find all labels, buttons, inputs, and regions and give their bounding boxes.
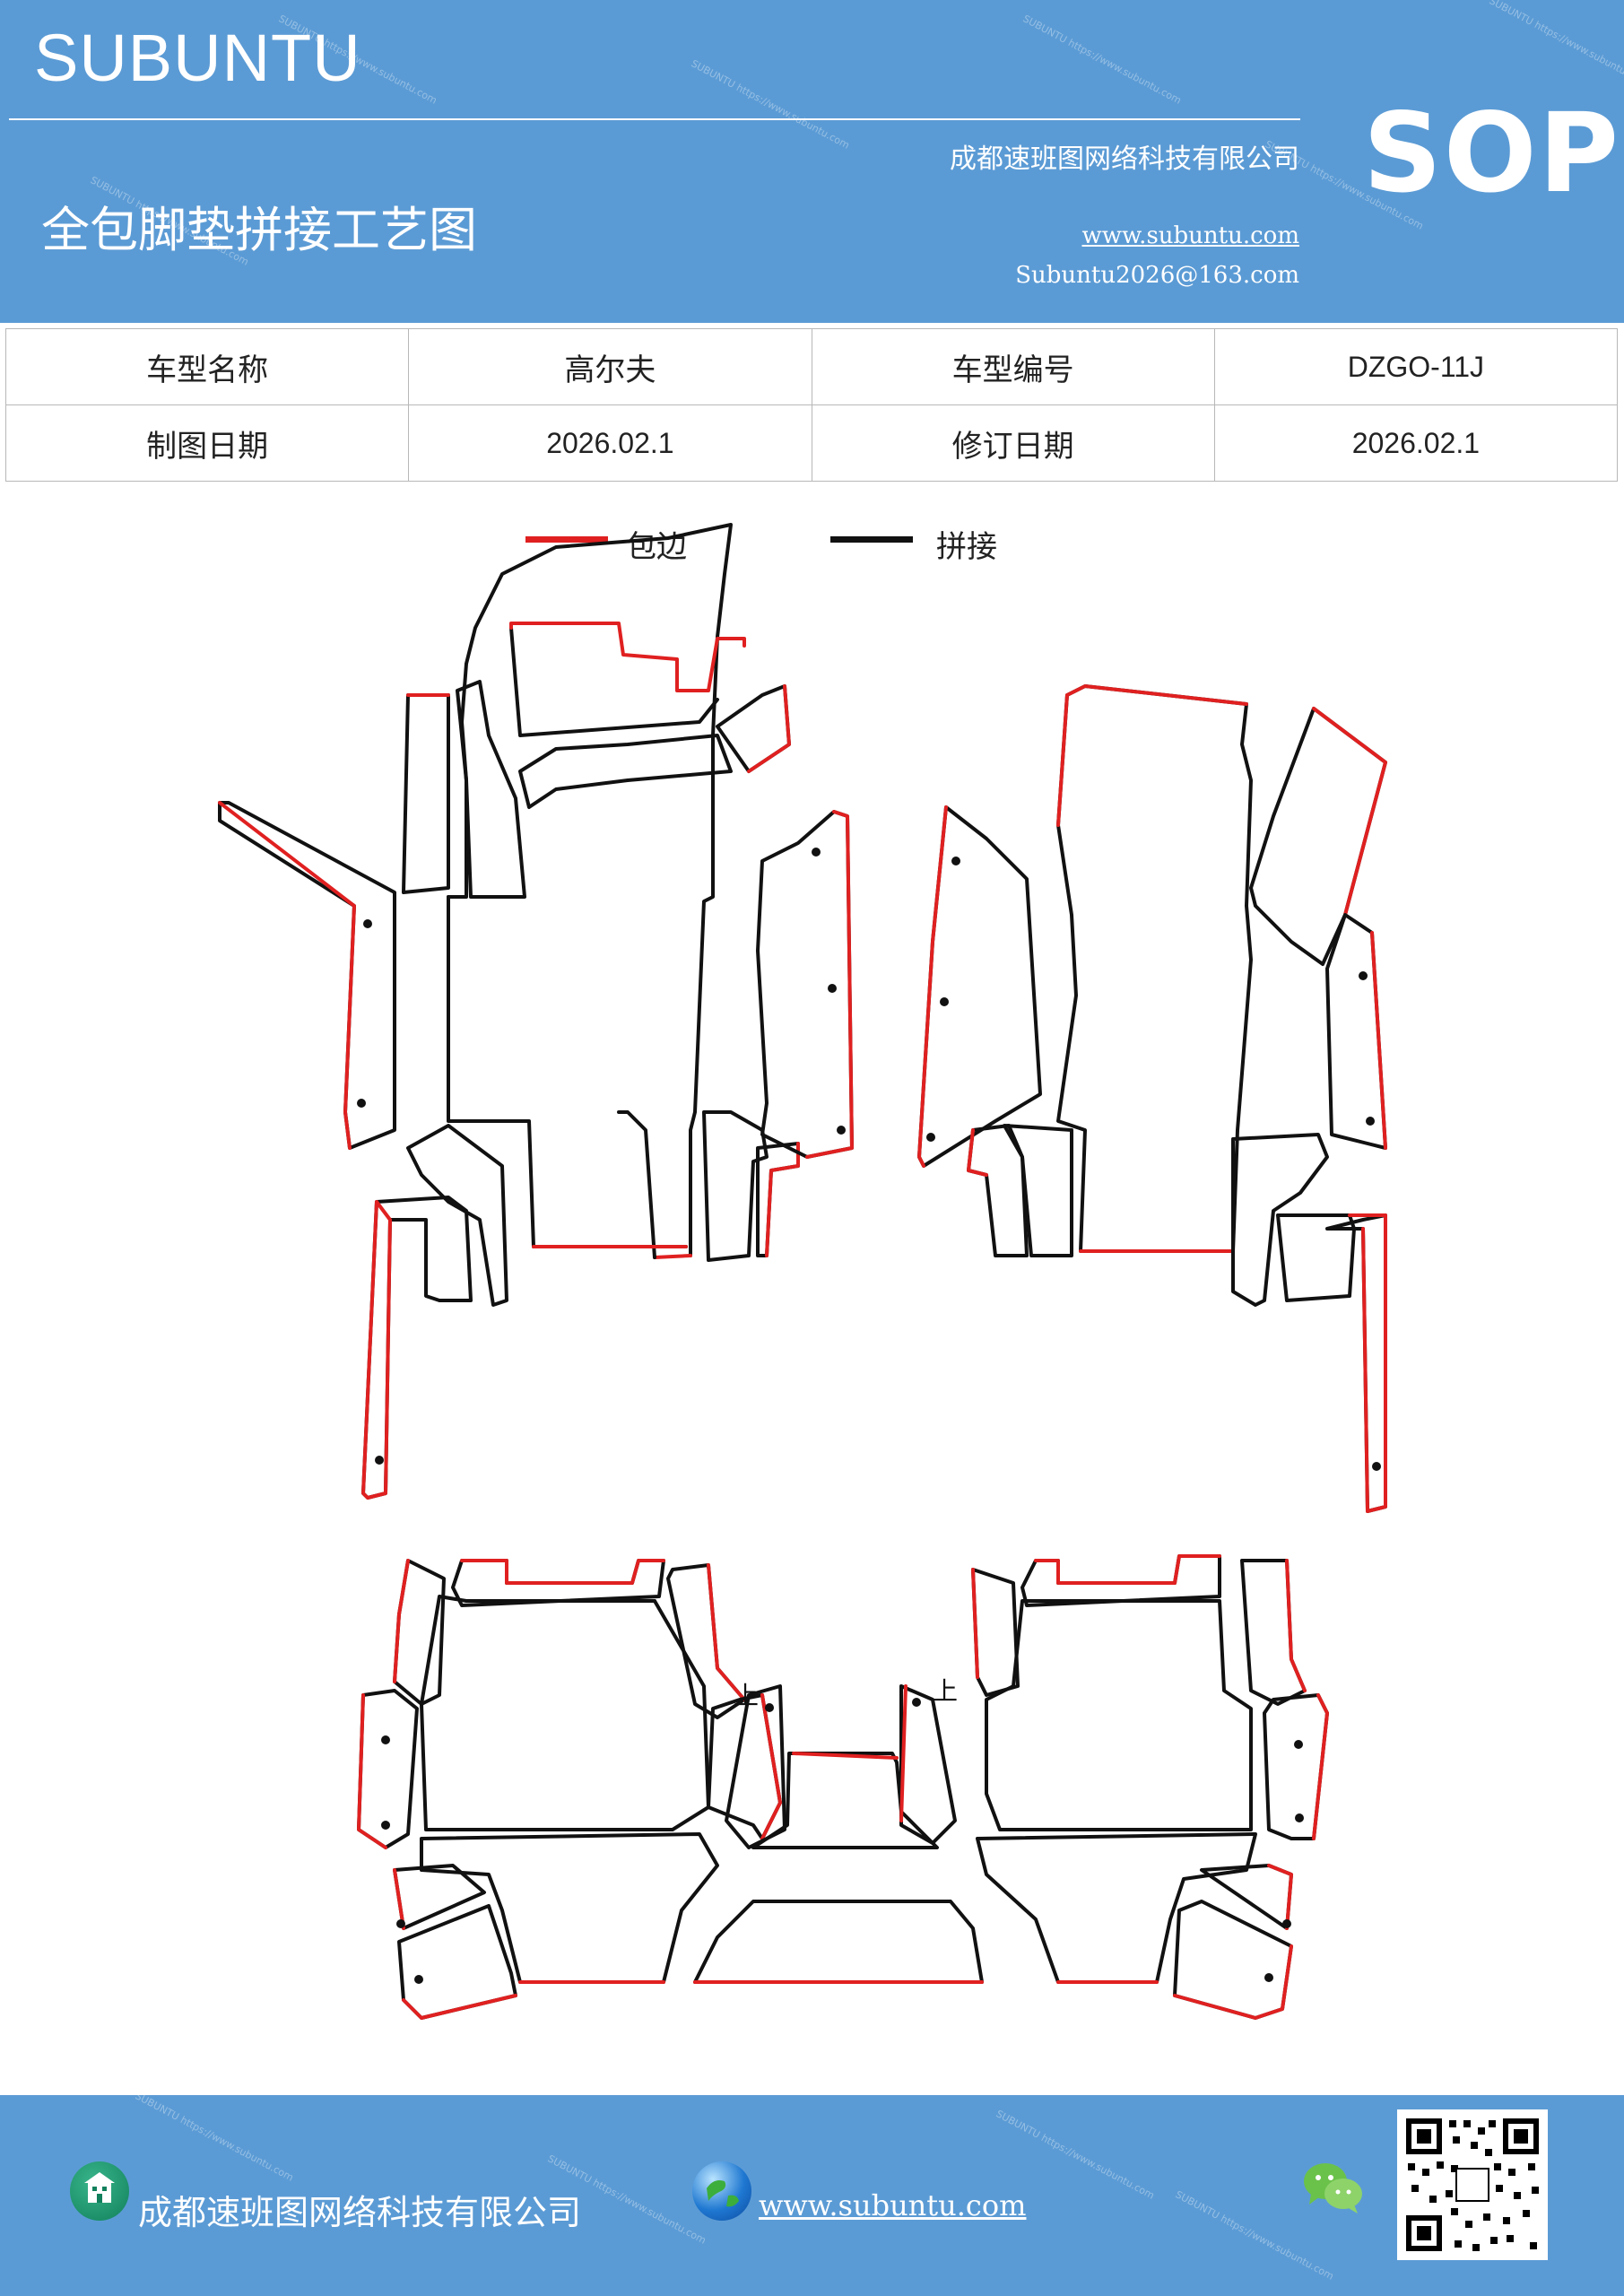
header-divider xyxy=(9,118,1300,120)
seam-legend-label: 拼接 xyxy=(936,529,997,565)
seam-swatch xyxy=(830,536,913,543)
watermark: SUBUNTU https://www.subuntu.com xyxy=(133,2090,296,2184)
footer-banner: SUBUNTU https://www.subuntu.com SUBUNTU … xyxy=(0,2090,1624,2296)
svg-text:上: 上 xyxy=(933,1676,958,1706)
table-row: 车型名称 高尔夫 车型编号 DZGO-11J xyxy=(4,328,1619,405)
draw-date-value: 2026.02.1 xyxy=(408,404,812,482)
website-link[interactable]: www.subuntu.com xyxy=(1081,222,1300,249)
qr-code xyxy=(1397,2109,1548,2260)
vehicle-info-table: 车型名称 高尔夫 车型编号 DZGO-11J 制图日期 2026.02.1 修订… xyxy=(4,328,1619,482)
building-icon xyxy=(70,2161,129,2221)
model-name-label: 车型名称 xyxy=(4,328,410,405)
front-left-mat xyxy=(218,523,854,1500)
model-code-value: DZGO-11J xyxy=(1213,328,1619,405)
edge-swatch xyxy=(525,536,608,543)
table-row: 制图日期 2026.02.1 修订日期 2026.02.1 xyxy=(4,404,1619,482)
revision-date-label: 修订日期 xyxy=(811,404,1215,482)
front-right-mat xyxy=(917,684,1387,1513)
header-banner: SUBUNTU https://www.subuntu.com SUBUNTU … xyxy=(0,0,1624,323)
sop-badge: SOP xyxy=(1363,90,1620,217)
rear-right-mat xyxy=(971,1554,1329,2020)
company-name: 成都速班图网络科技有限公司 xyxy=(950,144,1299,175)
draw-date-label: 制图日期 xyxy=(4,404,410,482)
brand-name: SUBUNTU xyxy=(34,21,361,95)
wechat-icon[interactable] xyxy=(1302,2160,1365,2215)
revision-date-value: 2026.02.1 xyxy=(1213,404,1619,482)
globe-icon xyxy=(692,2161,751,2221)
model-code-label: 车型编号 xyxy=(811,328,1215,405)
page-title: 全包脚垫拼接工艺图 xyxy=(41,202,477,258)
footer-website-link[interactable]: www.subuntu.com xyxy=(759,2188,1027,2222)
email-address: Subuntu2026@163.com xyxy=(1015,262,1299,289)
footer-company-name: 成都速班图网络科技有限公司 xyxy=(138,2193,582,2232)
rear-left-mat: 上 xyxy=(357,1559,782,2020)
rear-center-mat: 上 xyxy=(693,1676,984,1984)
model-name-value: 高尔夫 xyxy=(408,328,812,405)
